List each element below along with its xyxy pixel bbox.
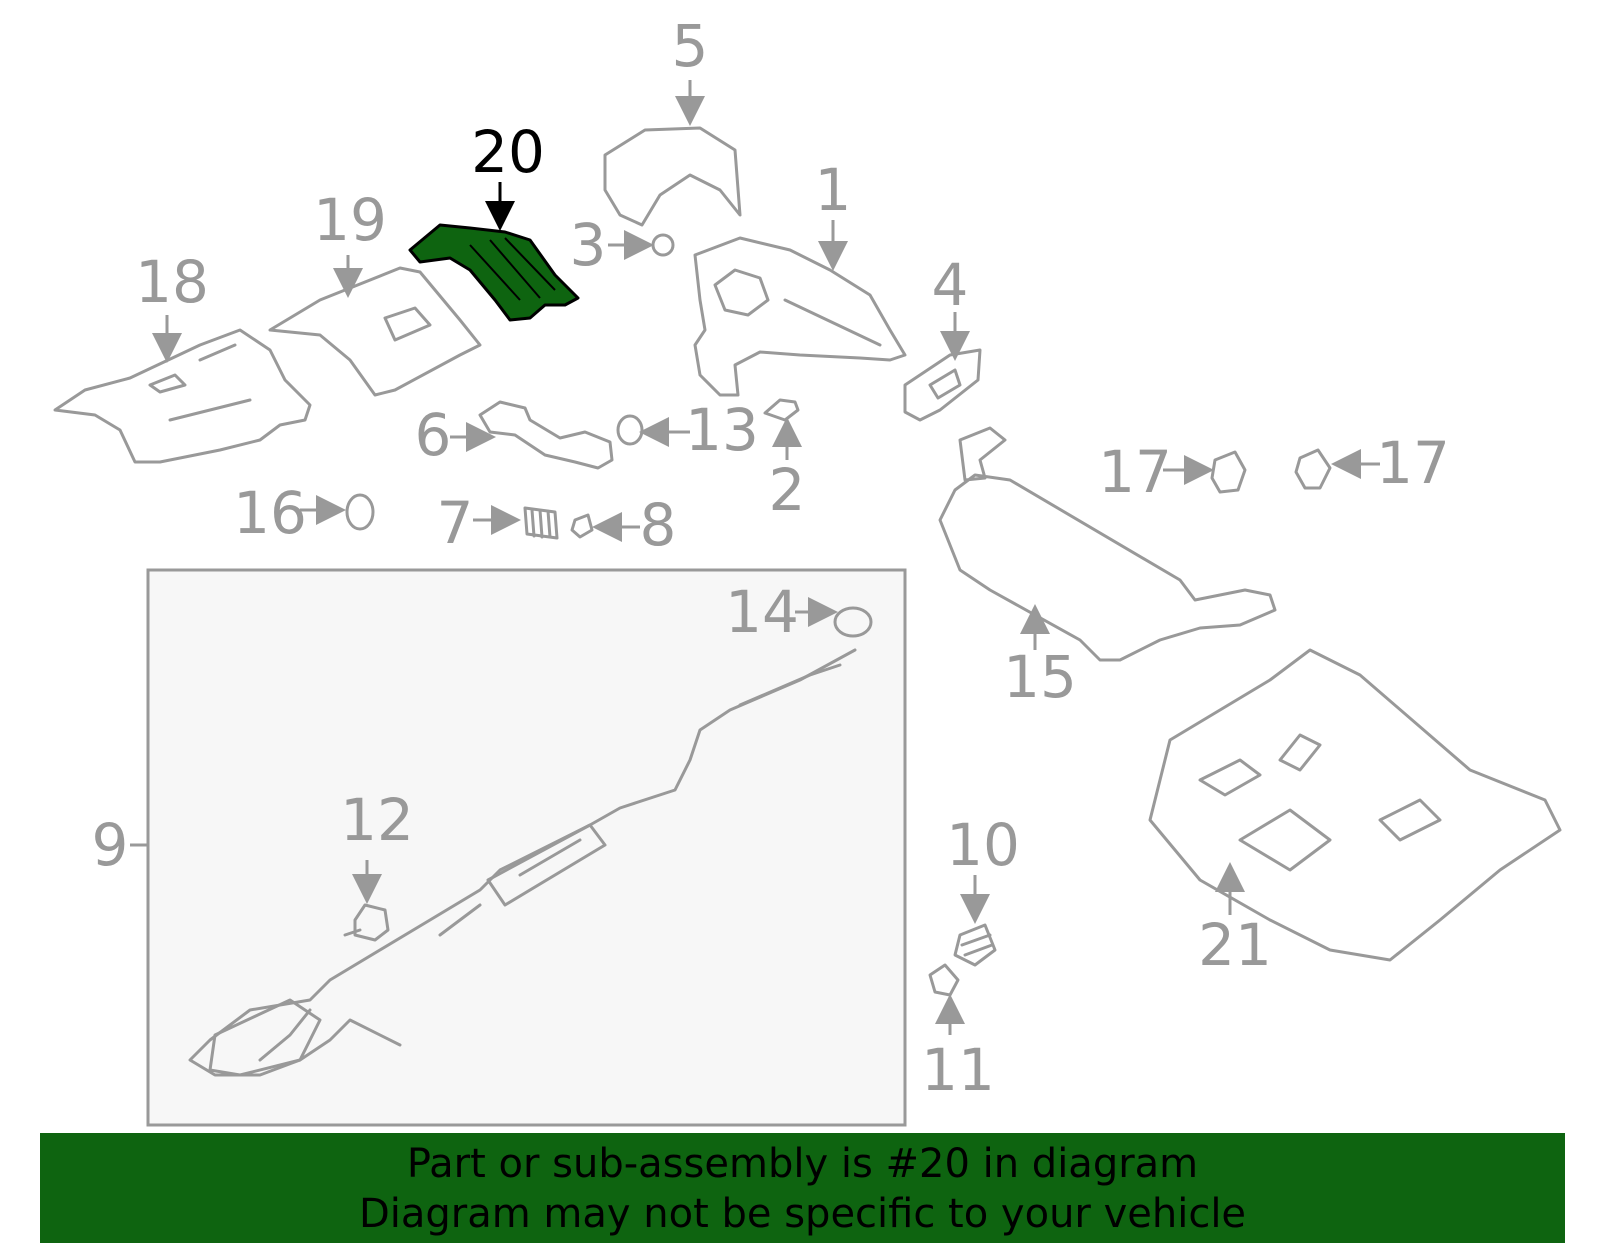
label-17-right: 17 — [1376, 429, 1450, 497]
part-10-spring — [953, 923, 997, 967]
banner-line-1: Part or sub-assembly is #20 in diagram — [406, 1141, 1199, 1187]
label-11: 11 — [921, 1036, 995, 1104]
part-2-bolt — [763, 398, 800, 422]
part-4-gasket — [903, 348, 982, 422]
label-15: 15 — [1003, 643, 1077, 711]
label-13: 13 — [685, 396, 759, 464]
label-4: 4 — [932, 251, 969, 319]
label-3: 3 — [570, 211, 607, 279]
part-11-nut — [928, 963, 960, 997]
label-10: 10 — [946, 811, 1020, 879]
part-9-center-pipe — [188, 648, 857, 1077]
part-7-spring — [523, 506, 559, 540]
banner-line-2: Diagram may not be specific to your vehi… — [358, 1191, 1247, 1237]
label-6: 6 — [415, 401, 452, 469]
label-16: 16 — [233, 479, 307, 547]
part-9-pipe-outline — [258, 663, 842, 1062]
label-1: 1 — [815, 156, 852, 224]
part-5-shield — [603, 126, 742, 227]
label-20: 20 — [471, 118, 545, 186]
part-13-gasket — [616, 414, 644, 446]
label-5: 5 — [672, 12, 709, 80]
part-20-ribs — [469, 237, 556, 301]
part-9-converter — [208, 998, 322, 1077]
part-17-hanger-left — [1210, 450, 1247, 494]
part-16-hanger — [345, 493, 375, 531]
label-8: 8 — [640, 491, 677, 559]
part-12-clamp — [343, 903, 390, 942]
part-9-resonator — [486, 823, 607, 907]
part-17-hanger-right — [1294, 448, 1332, 490]
label-2: 2 — [769, 456, 806, 524]
exhaust-system-diagram: 5 20 1 19 3 18 4 6 13 17 17 2 16 7 8 14 … — [53, 12, 1562, 1127]
part-8-nut — [570, 513, 594, 539]
part-15-muffler — [938, 426, 1277, 662]
label-21: 21 — [1198, 911, 1272, 979]
part-6-pipe — [478, 400, 614, 470]
part-1-manifold — [693, 236, 907, 397]
part-3-nut — [651, 233, 675, 257]
label-18: 18 — [135, 248, 209, 316]
assembly-box-9 — [146, 568, 907, 1127]
label-12: 12 — [340, 786, 414, 854]
part-21-heat-shield — [1148, 648, 1562, 962]
part-18-heat-shield — [53, 328, 312, 464]
label-7: 7 — [437, 489, 474, 557]
label-17-left: 17 — [1098, 438, 1172, 506]
label-9: 9 — [92, 811, 129, 879]
label-19: 19 — [313, 186, 387, 254]
label-14: 14 — [725, 578, 799, 646]
part-19-heat-shield — [268, 266, 482, 397]
info-banner: Part or sub-assembly is #20 in diagram D… — [40, 1133, 1565, 1243]
